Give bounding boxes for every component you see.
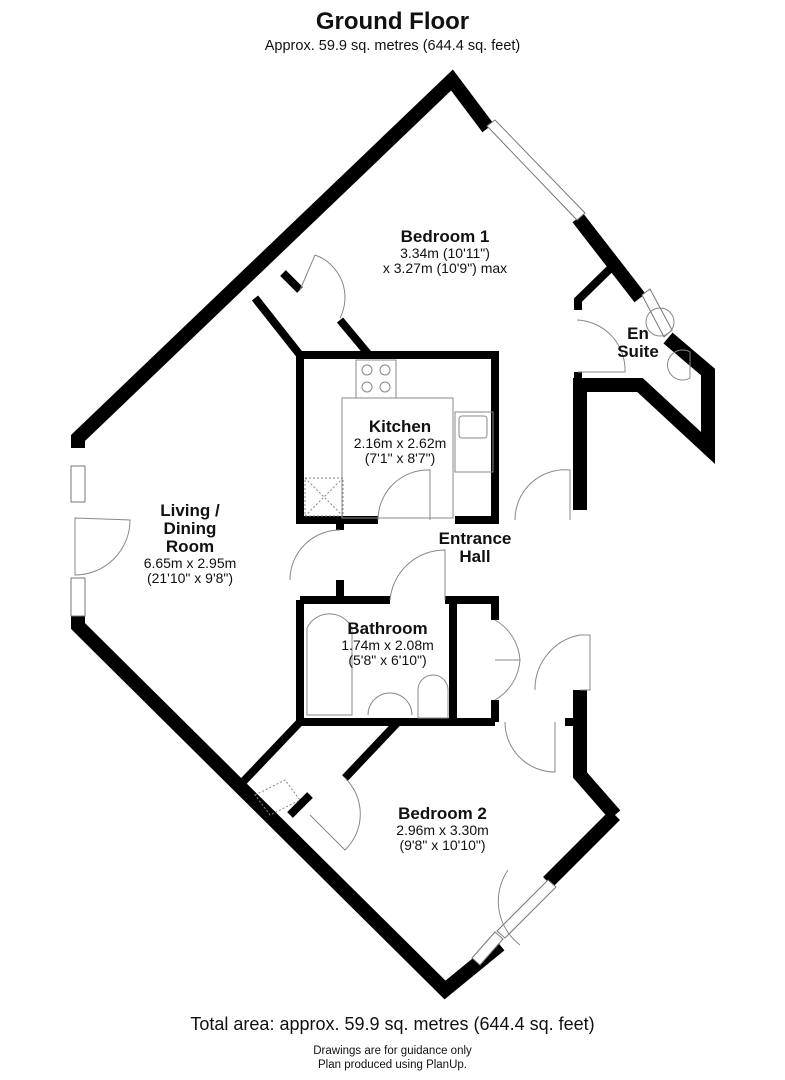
room-dimension: 1.74m x 2.08m <box>341 636 434 653</box>
kitchen-sink-icon <box>454 411 494 473</box>
room-dimension: 6.65m x 2.95m <box>143 554 237 571</box>
ensuite-basin-icon <box>645 307 675 337</box>
room-name: Suite <box>617 341 659 361</box>
interior-walls <box>237 259 620 818</box>
fixtures <box>254 307 691 816</box>
window-living-upper <box>70 465 86 503</box>
room-name: En <box>627 324 649 343</box>
floor-title: Ground Floor <box>315 8 470 35</box>
room-name: Dining <box>163 518 217 538</box>
boiler-cupboard-icon <box>304 477 344 517</box>
room-dimension: x 3.27m (10'9") max <box>382 260 508 277</box>
storage-cupboard-icon <box>254 779 301 816</box>
floor-area-subtitle: Approx. 59.9 sq. metres (644.4 sq. feet) <box>264 38 521 54</box>
room-dimension: 3.34m (10'11") <box>400 244 490 261</box>
room-label-bedroom1: Bedroom 1 3.34m (10'11") x 3.27m (10'9")… <box>360 228 530 277</box>
total-area: Total area: approx. 59.9 sq. metres (644… <box>190 1014 595 1034</box>
room-name: Bathroom <box>347 619 428 638</box>
room-name: Room <box>165 536 215 556</box>
room-dimension: 2.96m x 3.30m <box>396 821 489 838</box>
toilet-icon <box>417 674 449 719</box>
window-bedroom2-lower <box>471 931 504 966</box>
room-label-living-dining: Living / Dining Room 6.65m x 2.95m (21'1… <box>130 502 250 586</box>
room-name: Living / <box>160 501 220 520</box>
window-bedroom2-upper <box>496 879 557 939</box>
room-label-en-suite: En Suite <box>608 325 668 361</box>
ensuite-toilet-icon <box>667 349 691 381</box>
kitchen-counter <box>341 397 454 519</box>
room-label-kitchen: Kitchen 2.16m x 2.62m (7'1" x 8'7") <box>345 418 455 467</box>
room-dimension: (21'10" x 9'8") <box>146 569 234 586</box>
room-dimension: (9'8" x 10'10") <box>399 837 486 854</box>
producer-note: Plan produced using PlanUp. <box>318 1059 467 1071</box>
room-name: Hall <box>459 546 491 566</box>
room-dimension: 2.16m x 2.62m <box>353 434 447 451</box>
room-name: Entrance <box>438 529 512 548</box>
window-bedroom1 <box>486 119 586 221</box>
room-name: Bedroom 1 <box>400 227 490 246</box>
room-label-bathroom: Bathroom 1.74m x 2.08m (5'8" x 6'10") <box>325 620 450 669</box>
room-name: Bedroom 2 <box>398 804 487 823</box>
windows <box>70 119 673 966</box>
window-living-lower <box>70 577 86 617</box>
hob-icon <box>355 359 397 399</box>
bath-icon <box>306 613 353 716</box>
exterior-walls <box>71 69 715 1000</box>
door-swings <box>74 254 626 946</box>
room-label-entrance-hall: Entrance Hall <box>425 530 525 566</box>
room-dimension: (7'1" x 8'7") <box>364 450 436 467</box>
room-label-bedroom2: Bedroom 2 2.96m x 3.30m (9'8" x 10'10") <box>380 805 505 854</box>
disclaimer-note: Drawings are for guidance only <box>313 1045 472 1057</box>
basin-icon <box>367 692 413 716</box>
room-name: Kitchen <box>368 417 432 436</box>
room-dimension: (5'8" x 6'10") <box>348 652 427 669</box>
